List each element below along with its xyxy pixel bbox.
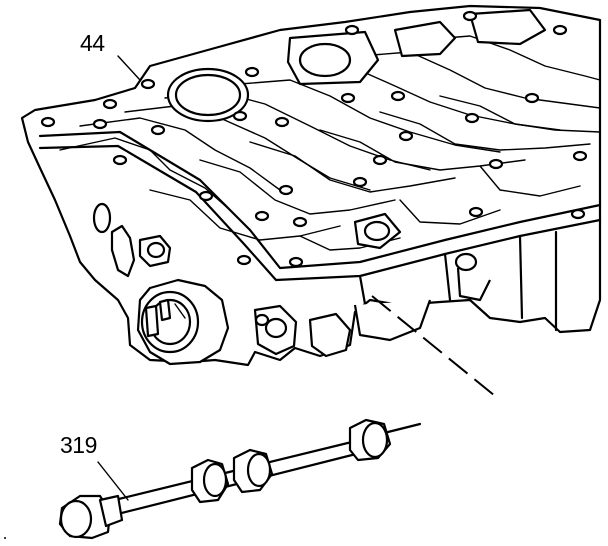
bolt-holes	[40, 10, 588, 268]
solenoid-connector	[136, 278, 230, 366]
callout-label-44: 44	[80, 30, 105, 56]
leader-319	[97, 461, 129, 501]
leader-44	[117, 55, 141, 81]
valve-body-outline	[20, 4, 602, 367]
spool-valve	[58, 418, 422, 540]
valve-body	[20, 4, 602, 367]
alignment-line	[371, 295, 501, 401]
callout-label-319: 319	[60, 432, 97, 458]
